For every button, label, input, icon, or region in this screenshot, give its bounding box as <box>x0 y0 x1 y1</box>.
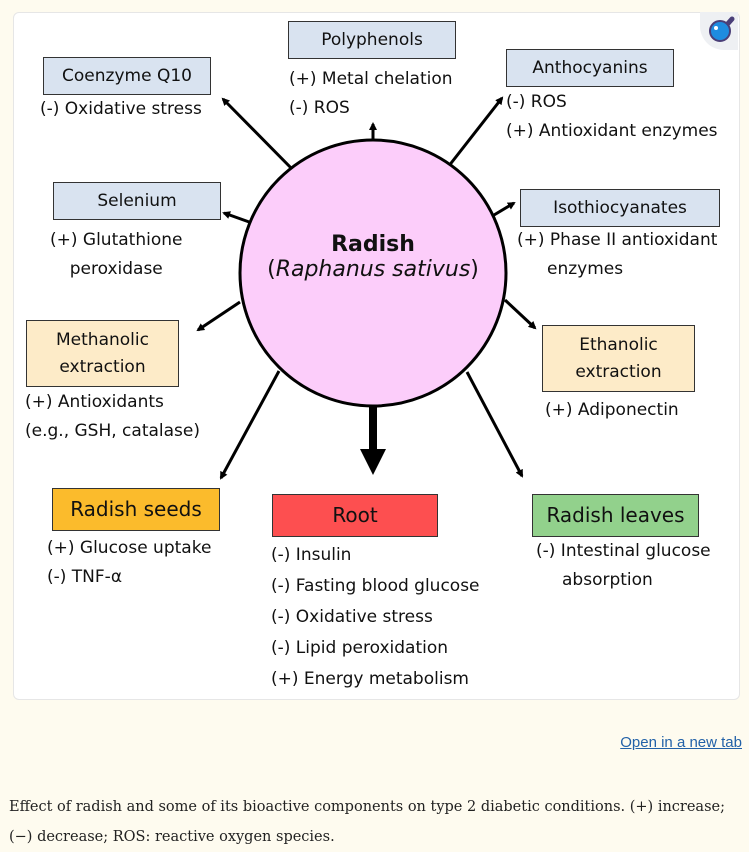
open-in-new-tab-link[interactable]: Open in a new tab <box>620 734 742 751</box>
center-subtitle: (Raphanus sativus) <box>267 257 479 282</box>
zoom-button[interactable] <box>700 12 738 50</box>
arrow-coenzyme <box>221 97 300 177</box>
effects-methanolic-extraction: (+) Antioxidants(e.g., GSH, catalase) <box>25 392 200 441</box>
arrow-selenium <box>222 211 253 225</box>
magnifier-icon <box>709 16 735 42</box>
effects-root: (-) Insulin (-) Fasting blood glucose (-… <box>271 545 480 689</box>
effects-ethanolic-extraction: (+) Adiponectin <box>545 400 679 420</box>
node-radish-leaves: Radish leaves <box>532 494 699 537</box>
effects-radish-seeds: (+) Glucose uptake(-) TNF-α <box>47 538 212 587</box>
effects-polyphenols: (+) Metal chelation(-) ROS <box>289 69 453 118</box>
arrows-layer <box>196 96 537 480</box>
node-anthocyanins: Anthocyanins <box>506 49 674 87</box>
center-title: Radish <box>331 232 415 257</box>
center-circle <box>238 138 508 408</box>
effects-coenzyme-q10: (-) Oxidative stress <box>40 99 202 119</box>
arrow-methanolic <box>196 300 241 332</box>
arrow-ethanolic <box>503 298 537 330</box>
effects-anthocyanins: (-) ROS(+) Antioxidant enzymes <box>506 92 718 141</box>
node-isothiocyanates: Isothiocyanates <box>520 189 720 227</box>
arrow-seeds <box>219 370 281 480</box>
node-coenzyme-q10: Coenzyme Q10 <box>43 57 211 95</box>
node-root: Root <box>272 494 438 537</box>
node-polyphenols: Polyphenols <box>288 21 456 59</box>
arrow-anthocyanins <box>439 96 504 177</box>
center-label: Radish (Raphanus sativus) <box>240 232 506 282</box>
arrow-leaves <box>465 371 524 478</box>
node-selenium: Selenium <box>53 182 221 220</box>
node-radish-seeds: Radish seeds <box>52 488 220 531</box>
figure-caption: Effect of radish and some of its bioacti… <box>9 799 725 845</box>
